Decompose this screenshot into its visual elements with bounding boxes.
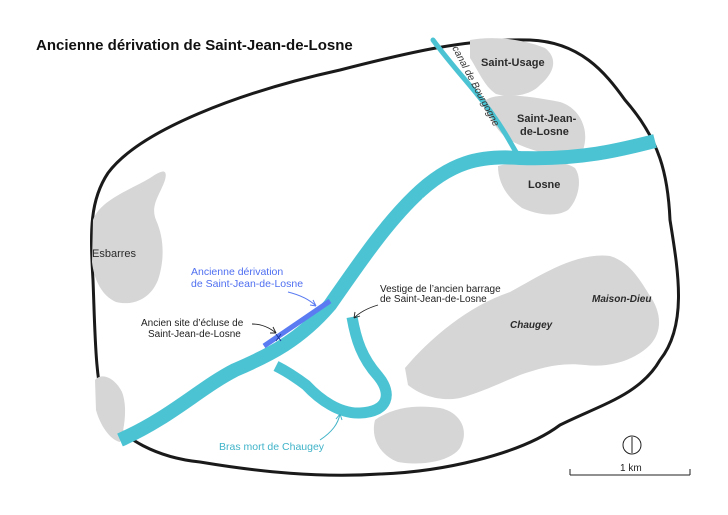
barrage-leader-arrow-icon — [353, 311, 361, 319]
map-title: Ancienne dérivation de Saint-Jean-de-Los… — [36, 37, 353, 54]
town-saint-jean-line1: Saint-Jean- — [517, 113, 577, 125]
ecluse-label-line2: Saint-Jean-de-Losne — [148, 329, 241, 340]
ecluse-leader — [251, 323, 277, 334]
saone-river — [117, 134, 657, 447]
derivation-label-line2: de Saint-Jean-de-Losne — [191, 278, 303, 290]
scale-bar — [569, 469, 691, 476]
town-esbarres: Esbarres — [92, 248, 137, 260]
bras-mort-leader-arrow-icon — [335, 413, 343, 421]
ancienne-derivation — [262, 298, 332, 349]
built-area-saint-usage — [470, 38, 554, 96]
built-area-esbarres — [92, 171, 166, 304]
town-saint-jean-line2: de-Losne — [520, 126, 569, 138]
derivation-label-line1: Ancienne dérivation — [191, 266, 283, 278]
north-arrow-icon — [622, 435, 642, 455]
built-area-west — [95, 376, 126, 442]
derivation-leader-arrow-icon — [309, 299, 317, 307]
town-maison-dieu: Maison-Dieu — [592, 294, 651, 305]
built-area-south — [373, 406, 464, 464]
town-chaugey: Chaugey — [510, 320, 553, 331]
built-up-areas — [92, 38, 660, 464]
barrage-leader — [353, 304, 379, 319]
ecluse-marker — [275, 333, 282, 342]
barrage-label-line1: Vestige de l’ancien barrage — [380, 284, 501, 295]
ecluse-leader-arrow-icon — [270, 326, 277, 334]
barrage-label-line2: de Saint-Jean-de-Losne — [380, 294, 487, 305]
scale-label: 1 km — [620, 463, 642, 474]
town-saint-usage: Saint-Usage — [481, 57, 545, 69]
bras-mort-label: Bras mort de Chaugey — [219, 441, 325, 453]
built-area-saint-jean — [484, 95, 586, 157]
bras-mort-leader — [319, 413, 341, 441]
bras-mort-oxbow — [273, 316, 392, 419]
ecluse-label-line1: Ancien site d’écluse de — [141, 318, 244, 329]
canal-de-bourgogne — [430, 37, 519, 155]
built-area-chaugey — [405, 255, 660, 400]
built-area-losne — [498, 161, 579, 215]
saone-flow-arrow-icon — [409, 204, 425, 216]
derivation-leader — [287, 291, 317, 307]
town-losne: Losne — [528, 179, 560, 191]
